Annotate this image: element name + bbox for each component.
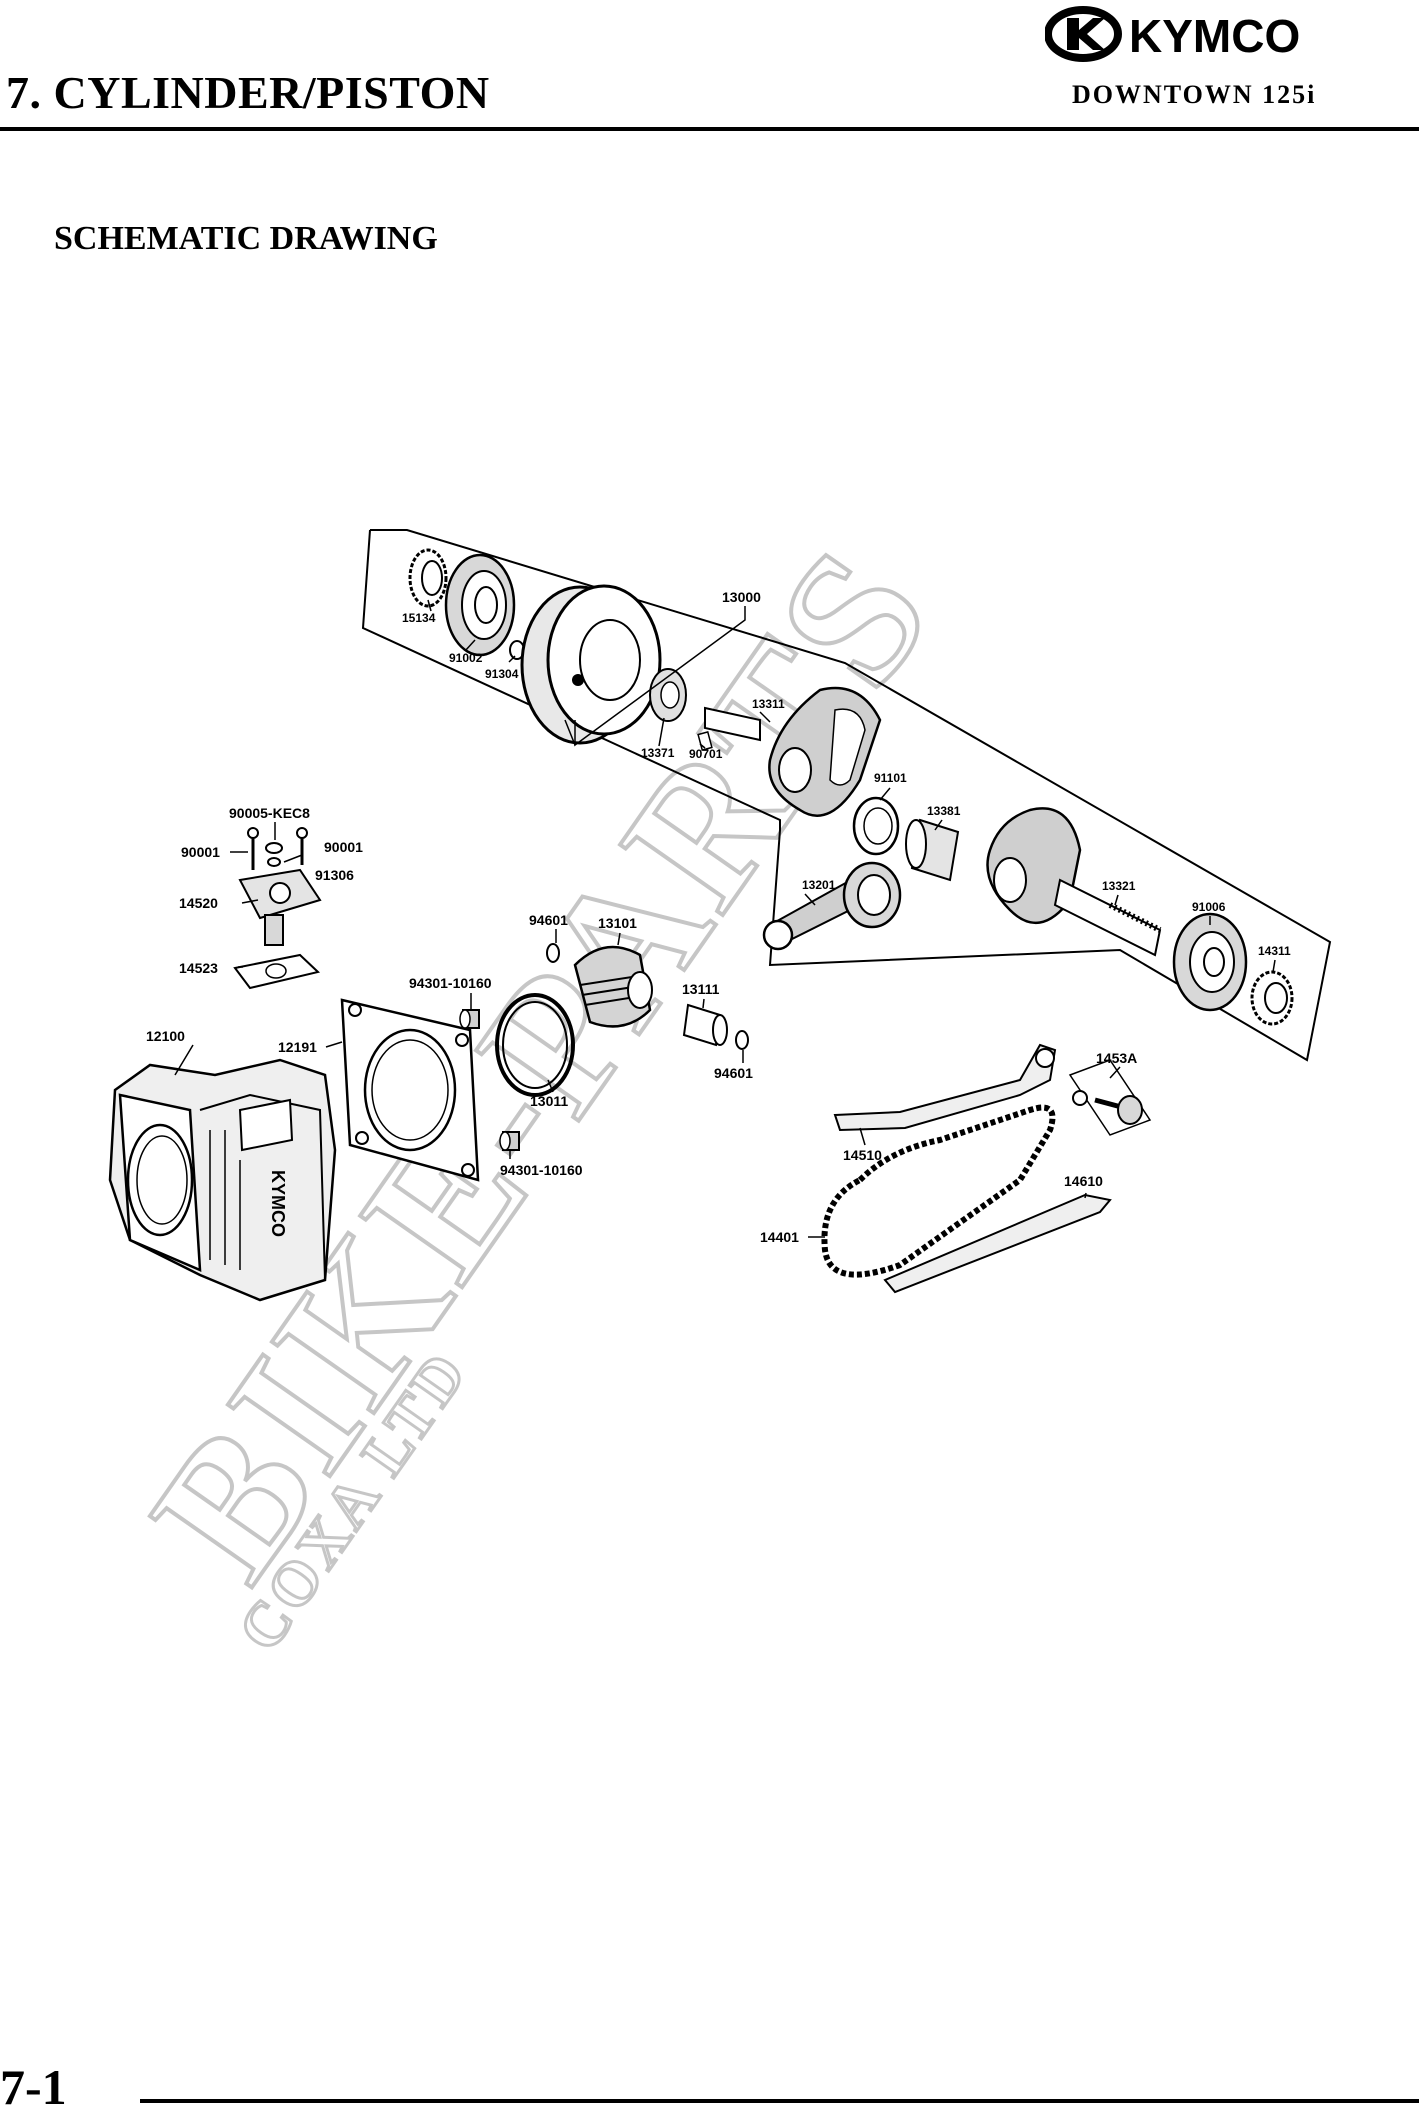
label-12191: 12191 — [278, 1039, 317, 1055]
label-90701: 90701 — [689, 747, 723, 761]
dowel-94301-lower — [499, 1131, 520, 1151]
label-14311: 14311 — [1258, 944, 1291, 958]
kymco-logo: KYMCO — [1045, 6, 1300, 62]
flywheel-13000 — [520, 584, 662, 745]
label-14401: 14401 — [760, 1229, 799, 1245]
label-90005: 90005-KEC8 — [229, 805, 310, 821]
label-91006: 91006 — [1192, 900, 1226, 914]
label-90001-right: 90001 — [324, 839, 363, 855]
tensioner-bolt-1453A — [1068, 1059, 1152, 1136]
label-14523: 14523 — [179, 960, 218, 976]
bearing-91006 — [1172, 912, 1248, 1012]
label-94301-lower: 94301-10160 — [500, 1162, 583, 1178]
label-94301-upper: 94301-10160 — [409, 975, 492, 991]
label-14510: 14510 — [843, 1147, 882, 1163]
label-14520: 14520 — [179, 895, 218, 911]
crank-pin-13381 — [905, 818, 960, 882]
cam-chain-14401 — [821, 1104, 1056, 1278]
tensioner-14520 — [238, 827, 322, 946]
section-heading: SCHEMATIC DRAWING — [54, 220, 438, 257]
piston-rings-13011 — [495, 993, 575, 1097]
footer-rule — [140, 2099, 1419, 2103]
brand-wordmark: KYMCO — [1129, 10, 1300, 62]
leader-lines — [174, 599, 1276, 1238]
exploded-diagram: BIKE-PARTS COXA LTD — [108, 508, 1332, 1665]
label-91306: 91306 — [315, 867, 354, 883]
header-rule — [0, 127, 1419, 131]
label-13101: 13101 — [598, 915, 637, 931]
label-13311: 13311 — [752, 697, 785, 711]
chain-guide-14610 — [883, 1193, 1112, 1294]
label-14610: 14610 — [1064, 1173, 1103, 1189]
label-91304: 91304 — [485, 667, 519, 681]
label-13381: 13381 — [927, 804, 961, 818]
gasket-14523 — [233, 953, 321, 990]
page-number: 7-1 — [0, 2059, 67, 2115]
clip-94601-lower — [735, 1030, 749, 1050]
label-13011: 13011 — [530, 1093, 568, 1109]
label-94601-upper: 94601 — [529, 912, 568, 928]
label-13371: 13371 — [641, 746, 675, 760]
crankshaft-outline — [361, 529, 1332, 1062]
label-15134: 15134 — [402, 611, 436, 625]
model-name: DOWNTOWN 125i — [1072, 80, 1317, 109]
label-91002: 91002 — [449, 651, 483, 665]
cylinder-12100: KYMCO — [108, 1058, 337, 1302]
piston-13101 — [573, 945, 653, 1028]
chain-guide-14510 — [833, 1043, 1057, 1132]
crank-half-13321 — [986, 807, 1162, 957]
cylinder-brand-text: KYMCO — [268, 1170, 288, 1237]
part-labels: 15134 91002 91304 13000 13371 90701 1331… — [146, 589, 1291, 1245]
label-1453A: 1453A — [1096, 1050, 1137, 1066]
label-90001-left: 90001 — [181, 844, 220, 860]
chapter-title: 7. CYLINDER/PISTON — [6, 67, 490, 118]
connecting-rod-13201 — [762, 861, 902, 951]
label-13201: 13201 — [802, 878, 836, 892]
sprocket-15134 — [408, 548, 448, 608]
bearing-91101 — [852, 796, 900, 856]
label-12100: 12100 — [146, 1028, 185, 1044]
crank-half-13311 — [704, 686, 882, 817]
bearing-91002 — [444, 553, 516, 657]
piston-pin-13111 — [682, 1003, 728, 1047]
sprocket-14311 — [1250, 970, 1294, 1026]
label-13111: 13111 — [682, 981, 720, 997]
label-13000: 13000 — [722, 589, 761, 605]
label-91101: 91101 — [874, 771, 907, 785]
dowel-94301-upper — [459, 1009, 480, 1029]
washer-13371 — [649, 668, 687, 722]
label-94601-lower: 94601 — [714, 1065, 753, 1081]
gasket-12191 — [340, 998, 480, 1182]
clip-94601-upper — [546, 943, 560, 963]
label-13321: 13321 — [1102, 879, 1136, 893]
